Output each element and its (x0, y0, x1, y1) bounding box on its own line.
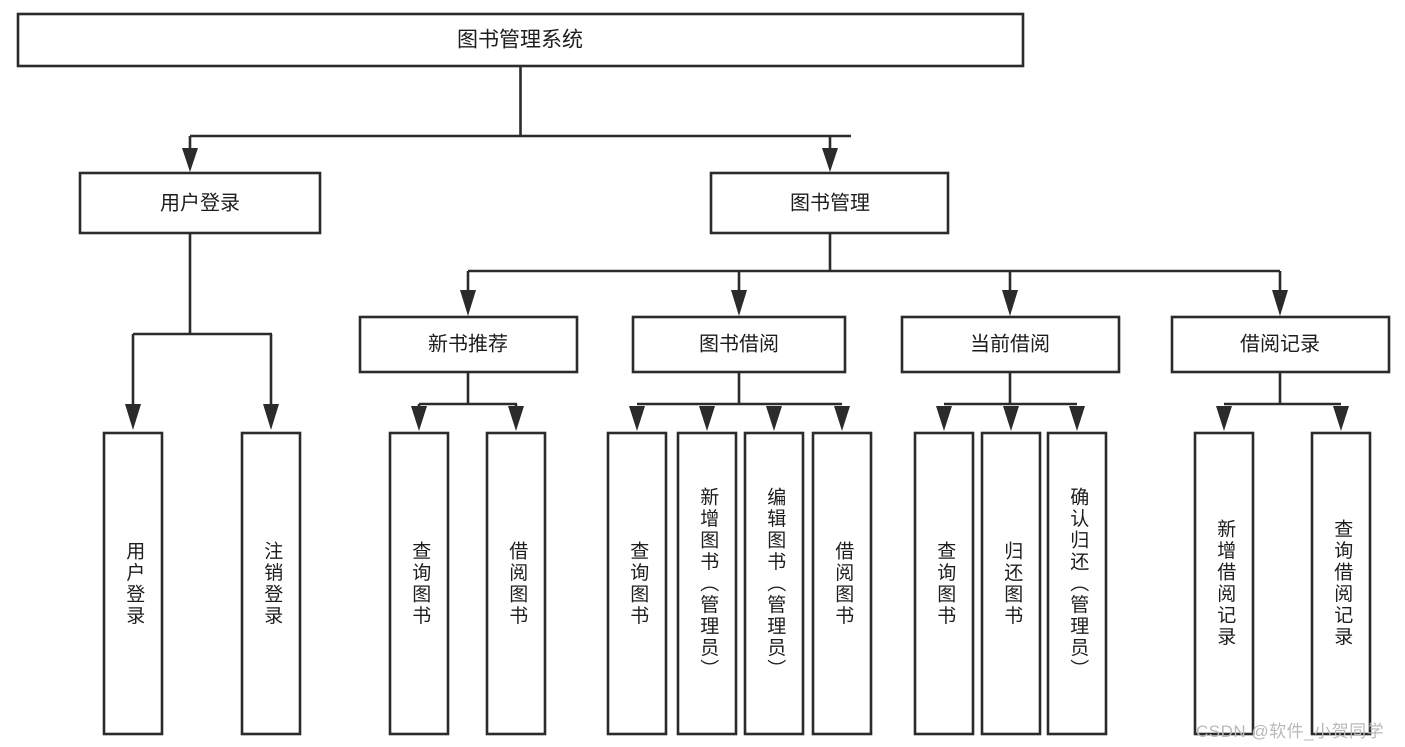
node-new-book-recommend-label: 新书推荐 (428, 332, 508, 355)
arrowhead-leaf-user-login (125, 404, 141, 430)
node-user-login-label: 用户登录 (160, 191, 240, 214)
leaf-box-query-book-1[interactable] (388, 431, 450, 736)
arrowhead-book-borrow (731, 290, 747, 316)
node-book-management-box[interactable] (709, 171, 950, 235)
node-root-box[interactable] (16, 12, 1025, 68)
node-borrow-record-box[interactable] (1170, 315, 1391, 374)
leaf-box-query-record[interactable] (1310, 431, 1372, 736)
node-book-borrow-box[interactable] (631, 315, 847, 374)
node-book-management-label: 图书管理 (790, 191, 870, 214)
watermark-text: CSDN @软件_小贺同学 (1196, 722, 1385, 741)
node-borrow-record-label: 借阅记录 (1240, 332, 1320, 355)
arrowhead-bookmgmt (822, 148, 838, 172)
arrowhead-leaf-query-book-1 (411, 406, 427, 431)
node-user-login-box[interactable] (78, 171, 322, 235)
node-current-borrow-label: 当前借阅 (970, 332, 1050, 355)
arrowhead-leaf-add-book (699, 406, 715, 431)
arrowhead-leaf-logout (263, 404, 279, 430)
leaf-box-borrow-book-2[interactable] (811, 431, 873, 736)
arrowhead-current-borrow (1002, 290, 1018, 316)
nodes-layer: 图书管理系统 用户登录 图书管理 新书推荐 图书借阅 当前借阅 借阅记录 (16, 12, 1391, 736)
arrowhead-new-book-recommend (460, 290, 476, 316)
leaf-box-edit-book[interactable] (743, 431, 805, 736)
arrowhead-leaf-query-book-3 (936, 406, 952, 431)
leaf-box-borrow-book-1[interactable] (485, 431, 547, 736)
leaf-box-user-login[interactable] (102, 431, 164, 736)
arrowhead-leaf-borrow-book-1 (508, 406, 524, 431)
edges-layer (125, 66, 1349, 431)
arrowhead-leaf-query-record (1333, 406, 1349, 431)
leaf-box-add-record[interactable] (1193, 431, 1255, 736)
node-book-borrow-label: 图书借阅 (699, 332, 779, 355)
node-current-borrow-box[interactable] (900, 315, 1121, 374)
arrowhead-userlogin (182, 148, 198, 172)
arrowhead-leaf-query-book-2 (629, 406, 645, 431)
leaf-box-query-book-2[interactable] (606, 431, 668, 736)
arrowhead-leaf-edit-book (766, 406, 782, 431)
leaf-box-add-book[interactable] (676, 431, 738, 736)
arrowhead-leaf-add-record (1216, 406, 1232, 431)
arrowhead-leaf-return-book (1003, 406, 1019, 431)
node-new-book-recommend-box[interactable] (358, 315, 579, 374)
arrowhead-borrow-record (1272, 290, 1288, 316)
leaf-box-query-book-3[interactable] (913, 431, 975, 736)
leaf-box-confirm-return[interactable] (1046, 431, 1108, 736)
arrowhead-leaf-confirm-return (1069, 406, 1085, 431)
node-root-label: 图书管理系统 (457, 29, 583, 52)
leaf-box-return-book[interactable] (980, 431, 1042, 736)
arrowhead-leaf-borrow-book-2 (834, 406, 850, 431)
leaf-box-logout[interactable] (240, 431, 302, 736)
